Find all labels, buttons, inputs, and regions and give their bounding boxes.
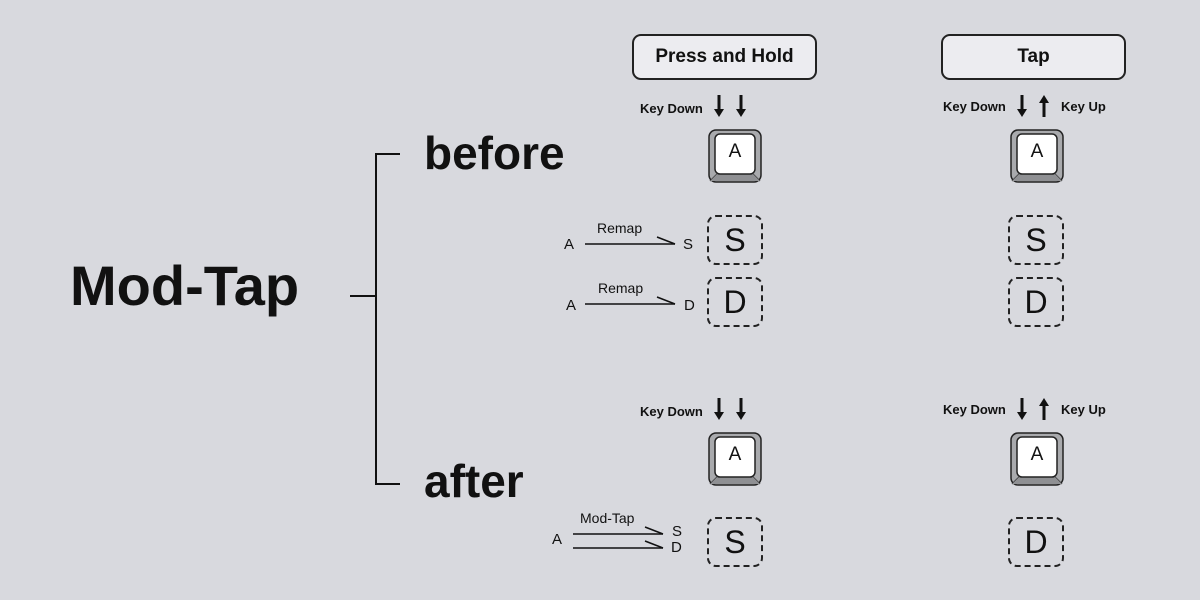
keycap-label: A <box>1030 141 1044 162</box>
keycap-a: A <box>1010 432 1064 486</box>
header-press-and-hold: Press and Hold <box>632 34 817 80</box>
modtap-label: Mod-Tap <box>580 510 635 526</box>
output-key: D <box>1008 517 1064 567</box>
remap-label: Remap <box>598 280 644 296</box>
output-key: S <box>1008 215 1064 265</box>
keycap-a: A <box>708 129 762 183</box>
section-before: before <box>424 127 565 179</box>
key-up-label: Key Up <box>1061 402 1106 417</box>
keycap-label: A <box>728 444 742 465</box>
keycap-label: A <box>728 141 742 162</box>
remap-from: A <box>564 236 575 253</box>
down-up-arrows-icon <box>1017 95 1051 119</box>
remap-to: D <box>684 297 695 314</box>
key-down-label: Key Down <box>640 404 703 419</box>
modtap-arrows-icon <box>573 526 664 549</box>
down-up-arrows-icon <box>1017 398 1051 422</box>
key-up-label: Key Up <box>1061 99 1106 114</box>
output-key: S <box>707 517 763 567</box>
output-key: D <box>707 277 763 327</box>
remap-from: A <box>566 297 577 314</box>
key-down-label: Key Down <box>640 101 703 116</box>
modtap-target-d: D <box>671 539 682 556</box>
keycap-a: A <box>708 432 762 486</box>
output-key: S <box>707 215 763 265</box>
output-key: D <box>1008 277 1064 327</box>
section-after: after <box>424 455 524 507</box>
diagram-title: Mod-Tap <box>70 254 300 317</box>
down-arrows-icon <box>714 398 748 422</box>
down-arrows-icon <box>714 95 748 119</box>
key-down-label: Key Down <box>943 402 1006 417</box>
keycap-a: A <box>1010 129 1064 183</box>
remap-to: S <box>683 236 694 253</box>
remap-label: Remap <box>597 220 643 236</box>
key-down-label: Key Down <box>943 99 1006 114</box>
modtap-target-s: S <box>672 523 683 540</box>
keycap-label: A <box>1030 444 1044 465</box>
modtap-from: A <box>552 531 563 548</box>
remap-arrow-icon <box>585 296 676 305</box>
remap-arrow-icon <box>585 236 676 245</box>
header-tap: Tap <box>941 34 1126 80</box>
